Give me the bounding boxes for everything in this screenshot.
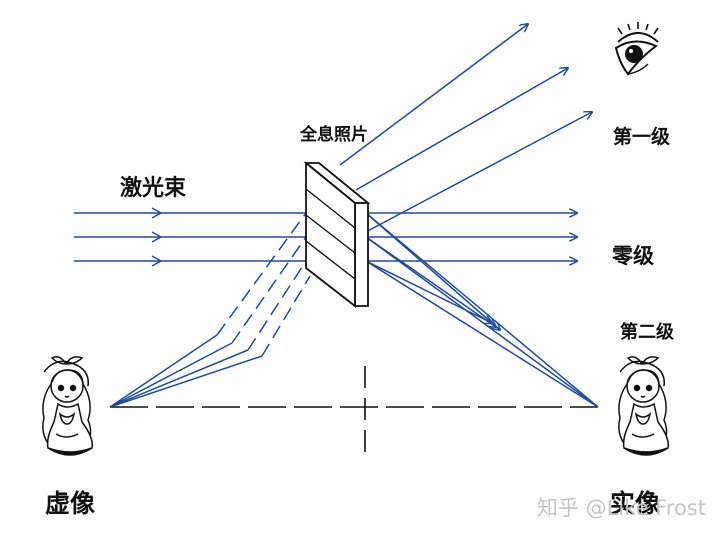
first-order-label: 第一级	[613, 126, 671, 148]
girl-figure-icon	[618, 356, 670, 456]
real-image-label: 实像	[610, 489, 661, 518]
watermark: 知乎 @Like Frost	[537, 496, 706, 520]
second-order-label: 第二级	[620, 322, 674, 343]
optical-axis	[110, 366, 598, 452]
hologram-label: 全息照片	[300, 125, 368, 145]
first-order-beams	[339, 24, 592, 235]
eye-icon	[614, 22, 659, 76]
zero-order-label: 零级	[612, 244, 654, 268]
virtual-image-rays	[109, 212, 311, 408]
girl-figure-icon	[42, 356, 94, 456]
hologram-plate	[303, 161, 371, 308]
laser-beams	[74, 207, 306, 267]
virtual-image-label: 虚像	[45, 489, 96, 518]
laser-beam-label: 激光束	[120, 176, 187, 201]
zero-order-beams	[366, 213, 577, 261]
second-order-beams	[365, 212, 599, 408]
